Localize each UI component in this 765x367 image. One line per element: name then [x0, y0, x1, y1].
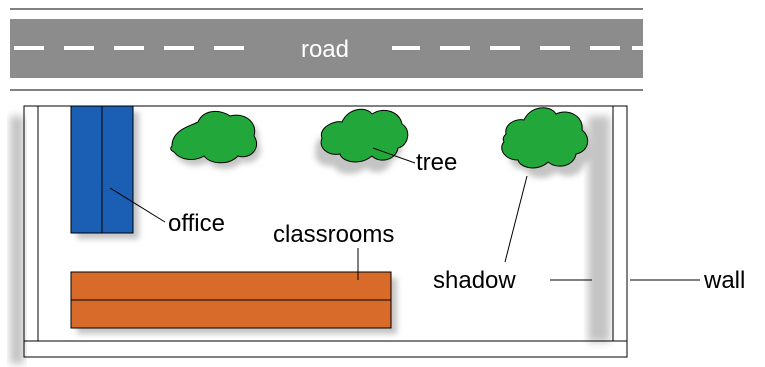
school-compound	[10, 105, 628, 364]
office-building	[70, 105, 139, 239]
left-wall-shadow	[10, 116, 24, 364]
tree-3	[501, 107, 596, 178]
shadow-label: shadow	[433, 267, 516, 294]
leader-lines	[109, 147, 700, 281]
classrooms-building	[70, 271, 397, 334]
tree-2	[315, 108, 409, 174]
office-leader	[109, 187, 166, 223]
shadow-leader-tree	[504, 175, 528, 263]
road-label: road	[301, 36, 349, 63]
tree-label: tree	[416, 149, 457, 176]
classrooms-label: classrooms	[273, 221, 394, 248]
wall-outer	[23, 105, 628, 358]
tree-1	[170, 111, 261, 169]
road: road	[10, 8, 643, 91]
wall-label: wall	[703, 267, 745, 294]
office-label: office	[168, 210, 225, 237]
right-inner-shadow	[588, 116, 610, 342]
tree-leader	[372, 147, 416, 164]
